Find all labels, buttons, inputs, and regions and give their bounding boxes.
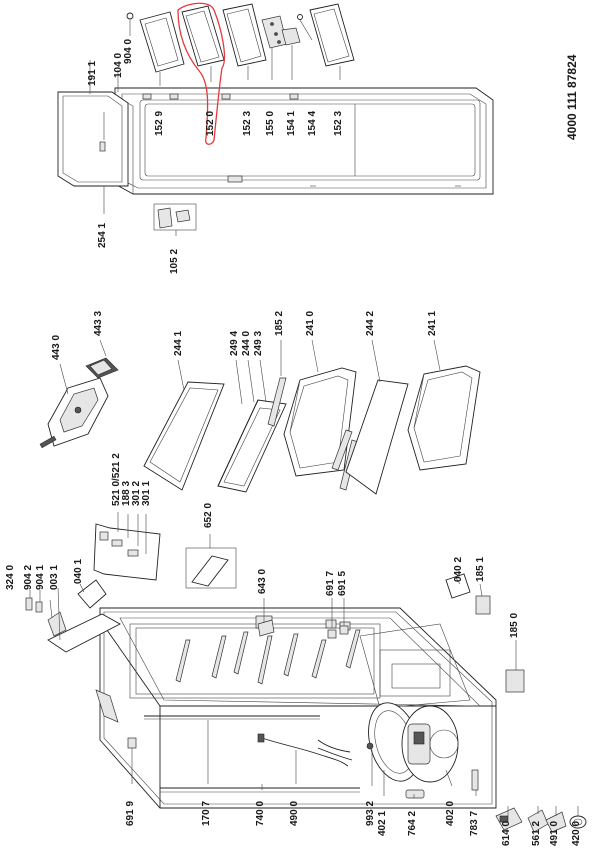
label-691-9: 691 9	[125, 800, 136, 826]
cabinet	[25, 573, 587, 833]
label-443-3: 443 3	[93, 310, 104, 336]
label-301-1: 301 1	[141, 480, 152, 506]
label-904-1: 904 1	[35, 564, 46, 590]
label-241-1: 241 1	[427, 310, 438, 336]
label-691-5: 691 5	[337, 570, 348, 596]
label-185-0: 185 0	[509, 612, 520, 638]
label-402-1: 402 1	[377, 810, 388, 836]
label-904-0: 904 0	[123, 38, 134, 64]
label-783-7: 783 7	[469, 810, 480, 836]
label-614-0: 614 0	[501, 820, 512, 846]
label-764-2: 764 2	[407, 810, 418, 836]
hinge-box	[153, 203, 197, 231]
label-152-3-right: 152 3	[333, 110, 344, 136]
label-152-0: 152 0	[205, 110, 216, 136]
label-420-0: 420 0	[571, 820, 582, 846]
label-154-1: 154 1	[286, 110, 297, 136]
door-balconies	[126, 3, 355, 73]
label-152-9: 152 9	[154, 110, 165, 136]
door-assembly	[57, 2, 494, 236]
highlight-outline	[177, 2, 226, 145]
shelves-crispers	[39, 339, 481, 589]
label-491-0: 491 0	[549, 820, 560, 846]
label-152-3-left: 152 3	[242, 110, 253, 136]
label-040-2: 040 2	[453, 556, 464, 582]
label-170-7: 170 7	[201, 800, 212, 826]
label-402-0: 402 0	[445, 800, 456, 826]
label-249-3: 249 3	[253, 330, 264, 356]
door-gasket-part	[57, 91, 129, 187]
label-691-7: 691 7	[325, 570, 336, 596]
flap-box	[185, 547, 237, 589]
label-993-2: 993 2	[365, 800, 376, 826]
label-155-0: 155 0	[265, 110, 276, 136]
label-561-2: 561 2	[531, 820, 542, 846]
label-191-1: 191 1	[87, 60, 98, 86]
label-443-0: 443 0	[51, 334, 62, 360]
document-code: 4000 111 87824	[565, 54, 579, 140]
label-324-0: 324 0	[5, 564, 16, 590]
label-244-0: 244 0	[241, 330, 252, 356]
label-244-1: 244 1	[173, 330, 184, 356]
label-105-2: 105 2	[169, 248, 180, 274]
label-040-1: 040 1	[73, 558, 84, 584]
label-490-0: 490 0	[289, 800, 300, 826]
label-740-0: 740 0	[255, 800, 266, 826]
label-904-2: 904 2	[23, 564, 34, 590]
label-643-0: 643 0	[257, 568, 268, 594]
label-244-2: 244 2	[365, 310, 376, 336]
label-254-1: 254 1	[97, 222, 108, 248]
label-003-1: 003 1	[49, 564, 60, 590]
label-652-0: 652 0	[203, 502, 214, 528]
label-241-0: 241 0	[305, 310, 316, 336]
label-249-4: 249 4	[229, 330, 240, 356]
label-185-2: 185 2	[274, 310, 285, 336]
electrical-components	[495, 807, 587, 833]
label-154-4: 154 4	[307, 110, 318, 136]
label-185-1: 185 1	[475, 556, 486, 582]
